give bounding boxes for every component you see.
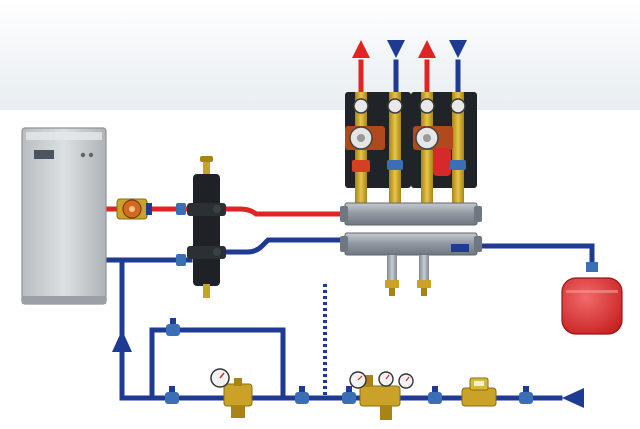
thermometer-icon — [353, 98, 369, 114]
valve-icon — [165, 386, 179, 404]
mixing-valve-icon — [433, 148, 451, 176]
drain-valve-icon — [203, 284, 210, 298]
valve-handle-icon — [450, 160, 466, 170]
valve-icon — [342, 386, 356, 404]
pump-group-1 — [345, 92, 411, 208]
boiler-display-icon — [34, 150, 54, 159]
boiler-button-icon — [80, 152, 86, 158]
return-pipe-brass — [452, 92, 464, 208]
valve-icon — [176, 254, 186, 266]
manifold-nozzle — [387, 255, 397, 281]
tank-icon — [561, 277, 623, 335]
feed-main-pipe — [119, 257, 563, 401]
boiler — [21, 127, 107, 305]
pressure-reducing-valve — [210, 368, 253, 418]
valve-icon — [176, 203, 186, 215]
air-vent-icon — [203, 160, 210, 176]
water-meter — [461, 377, 497, 407]
return-pipes — [103, 59, 595, 401]
arrow-up-supply-icon — [352, 40, 370, 58]
pump-valve-icon — [146, 203, 152, 215]
backflow-preventer — [349, 371, 414, 420]
thermometer-icon — [419, 98, 435, 114]
arrow-down-return-icon — [449, 40, 467, 58]
thermometer-icon — [387, 98, 403, 114]
arrow-down-return-icon — [387, 40, 405, 58]
valve-handle-icon — [387, 160, 403, 170]
manifold-return-pipe — [223, 237, 348, 255]
boiler-circulation-pump — [116, 198, 152, 220]
valve-icon — [166, 318, 180, 336]
bypass-loop-pipe — [149, 327, 286, 401]
thermometer-icon — [450, 98, 466, 114]
return-pipe-brass — [389, 92, 401, 208]
arrow-up-feed-icon — [112, 330, 132, 352]
pump-group-2 — [411, 92, 477, 208]
drain-valve-icon — [421, 288, 427, 296]
expansion-vessel — [561, 262, 623, 335]
manifold-supply-pipe — [223, 206, 348, 217]
separator-body — [193, 174, 220, 286]
valve-icon — [295, 386, 309, 404]
manifold-nozzle — [419, 255, 429, 281]
manifold-supply-bar — [344, 202, 478, 226]
boiler-button-icon — [88, 152, 94, 158]
flow-arrows — [112, 40, 584, 408]
arrow-up-supply-icon — [418, 40, 436, 58]
valve-icon — [586, 262, 598, 272]
expansion-pipe — [477, 243, 595, 271]
arrow-left-inlet-icon — [562, 388, 584, 408]
valve-icon — [428, 386, 442, 404]
valve-handle-icon — [352, 160, 370, 172]
valve-icon — [519, 386, 533, 404]
hydraulic-separator — [176, 156, 226, 298]
distribution-manifold — [340, 202, 482, 296]
manifold-brand-plate-icon — [451, 244, 469, 252]
feed-line-fittings — [165, 318, 533, 420]
drain-valve-icon — [389, 288, 395, 296]
